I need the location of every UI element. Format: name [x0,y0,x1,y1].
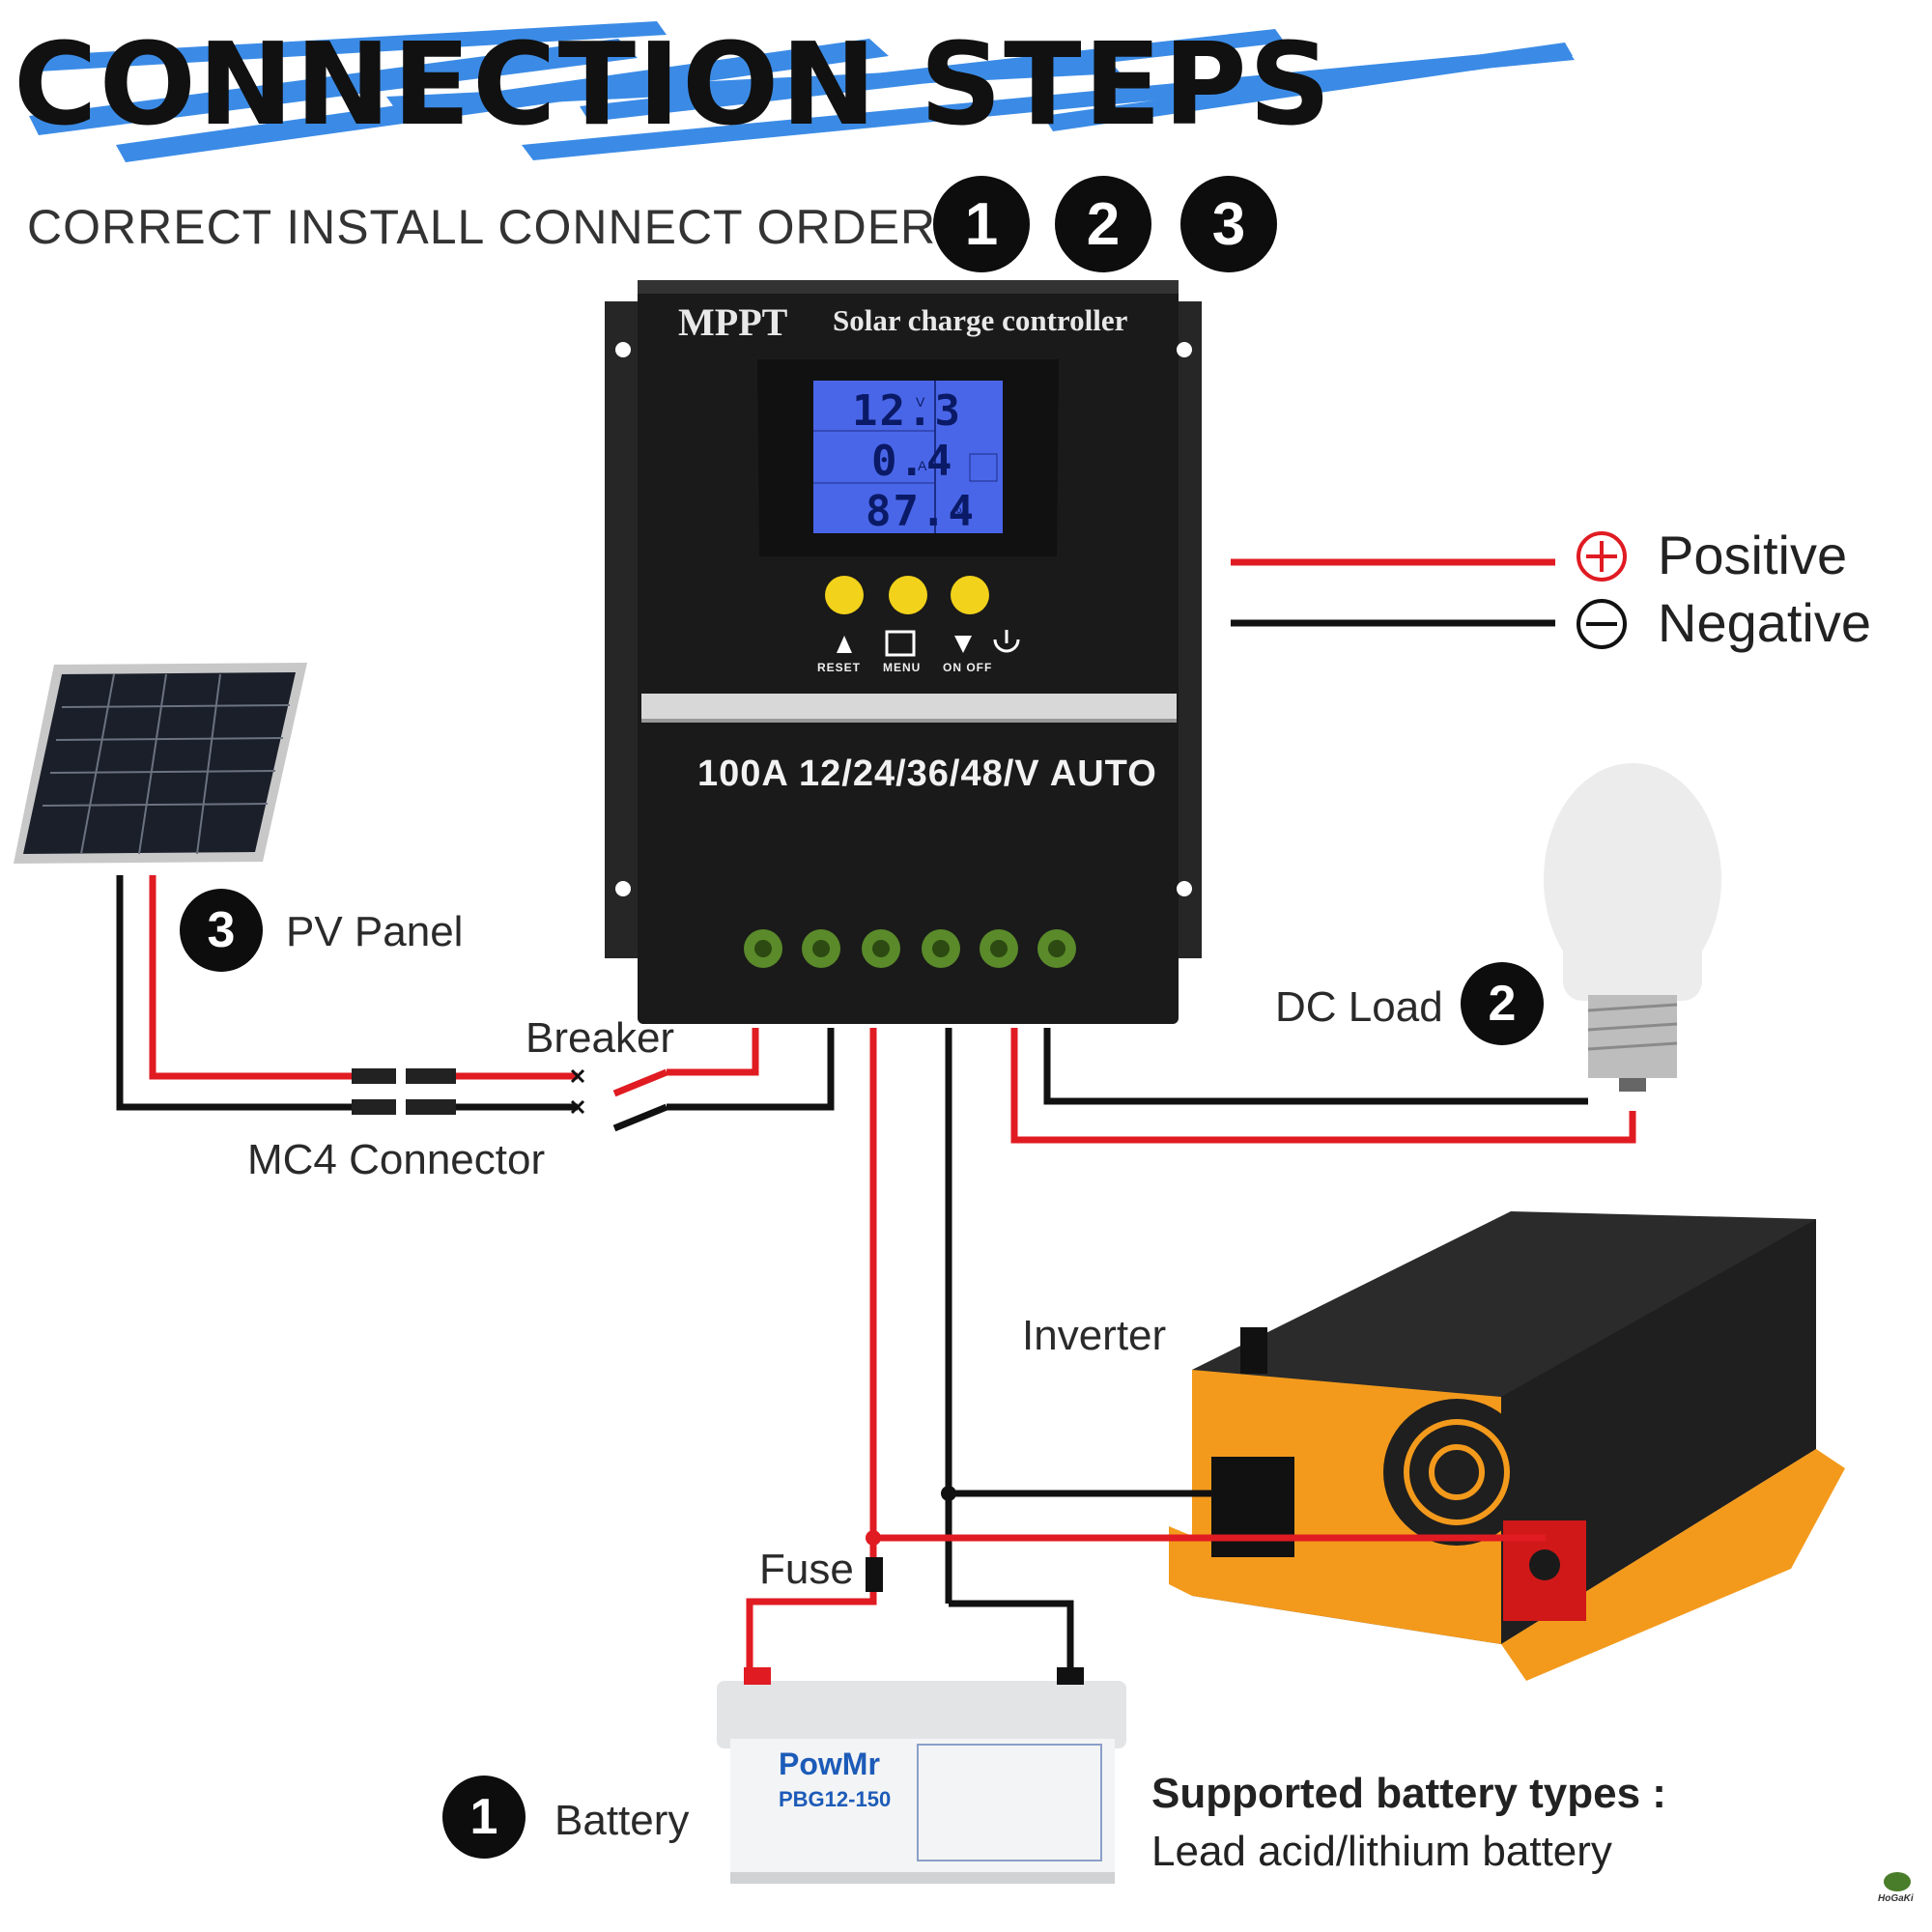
menu-icon [885,630,916,657]
lcd-current: 0.4 [871,437,954,486]
logo-icon [1884,1872,1911,1891]
controller-subtitle: Solar charge controller [833,303,1128,337]
battery-label: Battery [554,1797,690,1844]
battery-step: 1 [442,1776,526,1859]
order-step-2: 2 [1055,176,1151,272]
inverter-image [1169,1211,1845,1681]
supported-battery-text: Lead acid/lithium battery [1151,1828,1612,1875]
lcd-percent-unit: % [956,504,969,520]
logo-text: HoGaKi [1878,1893,1914,1904]
battery-brand: PowMr [779,1747,880,1781]
onoff-button-disc[interactable] [951,576,989,614]
lcd-current-unit: A [918,458,927,473]
negative-symbol-icon [1577,599,1627,649]
inverter-label: Inverter [1022,1312,1167,1359]
page-title: CONNECTION STEPS [14,17,1333,151]
lcd-voltage-unit: V [916,394,925,410]
mc4-connector-image [352,1068,456,1115]
order-step-1: 1 [933,176,1030,272]
dc-load-step: 2 [1461,962,1544,1045]
legend-negative-label: Negative [1658,592,1872,653]
lcd-percent: 87.4 [866,487,976,536]
supported-battery-title: Supported battery types : [1151,1770,1666,1817]
mppt-controller [605,280,1202,1024]
pv-panel-step: 3 [180,889,263,972]
order-label: CORRECT INSTALL CONNECT ORDER: [27,200,952,254]
up-arrow-icon [837,636,852,653]
breaker-contacts [570,1068,585,1115]
positive-symbol-icon [1577,531,1627,582]
reset-button-disc[interactable] [825,576,864,614]
menu-button-disc[interactable] [889,576,927,614]
power-icon [993,639,1020,653]
lcd-screen [813,381,1003,533]
controller-rating: 100A 12/24/36/48/V AUTO [697,753,1157,794]
inverter-switch [1240,1327,1267,1374]
battery-image [717,1667,1126,1884]
pv-panel-label: PV Panel [286,908,464,955]
menu-button-label: MENU [883,661,922,674]
dc-load-label: DC Load [1275,983,1443,1031]
terminal-block [744,929,1076,968]
title-brush-strokes [29,21,1575,162]
down-arrow-icon [954,636,972,653]
breaker-label: Breaker [526,1014,675,1062]
order-step-3: 3 [1180,176,1277,272]
onoff-button-label: ON OFF [943,661,993,674]
controller-brand: MPPT [678,300,788,344]
reset-button-label: RESET [817,661,862,674]
fuse-symbol [866,1557,883,1592]
pv-panel-image [14,663,307,864]
legend-positive-label: Positive [1658,525,1848,585]
mc4-connector-label: MC4 Connector [247,1136,546,1183]
battery-model: PBG12-150 [779,1787,892,1811]
fuse-label: Fuse [759,1546,854,1593]
light-bulb-image [1544,763,1721,1092]
lcd-voltage: 12.3 [852,386,962,436]
